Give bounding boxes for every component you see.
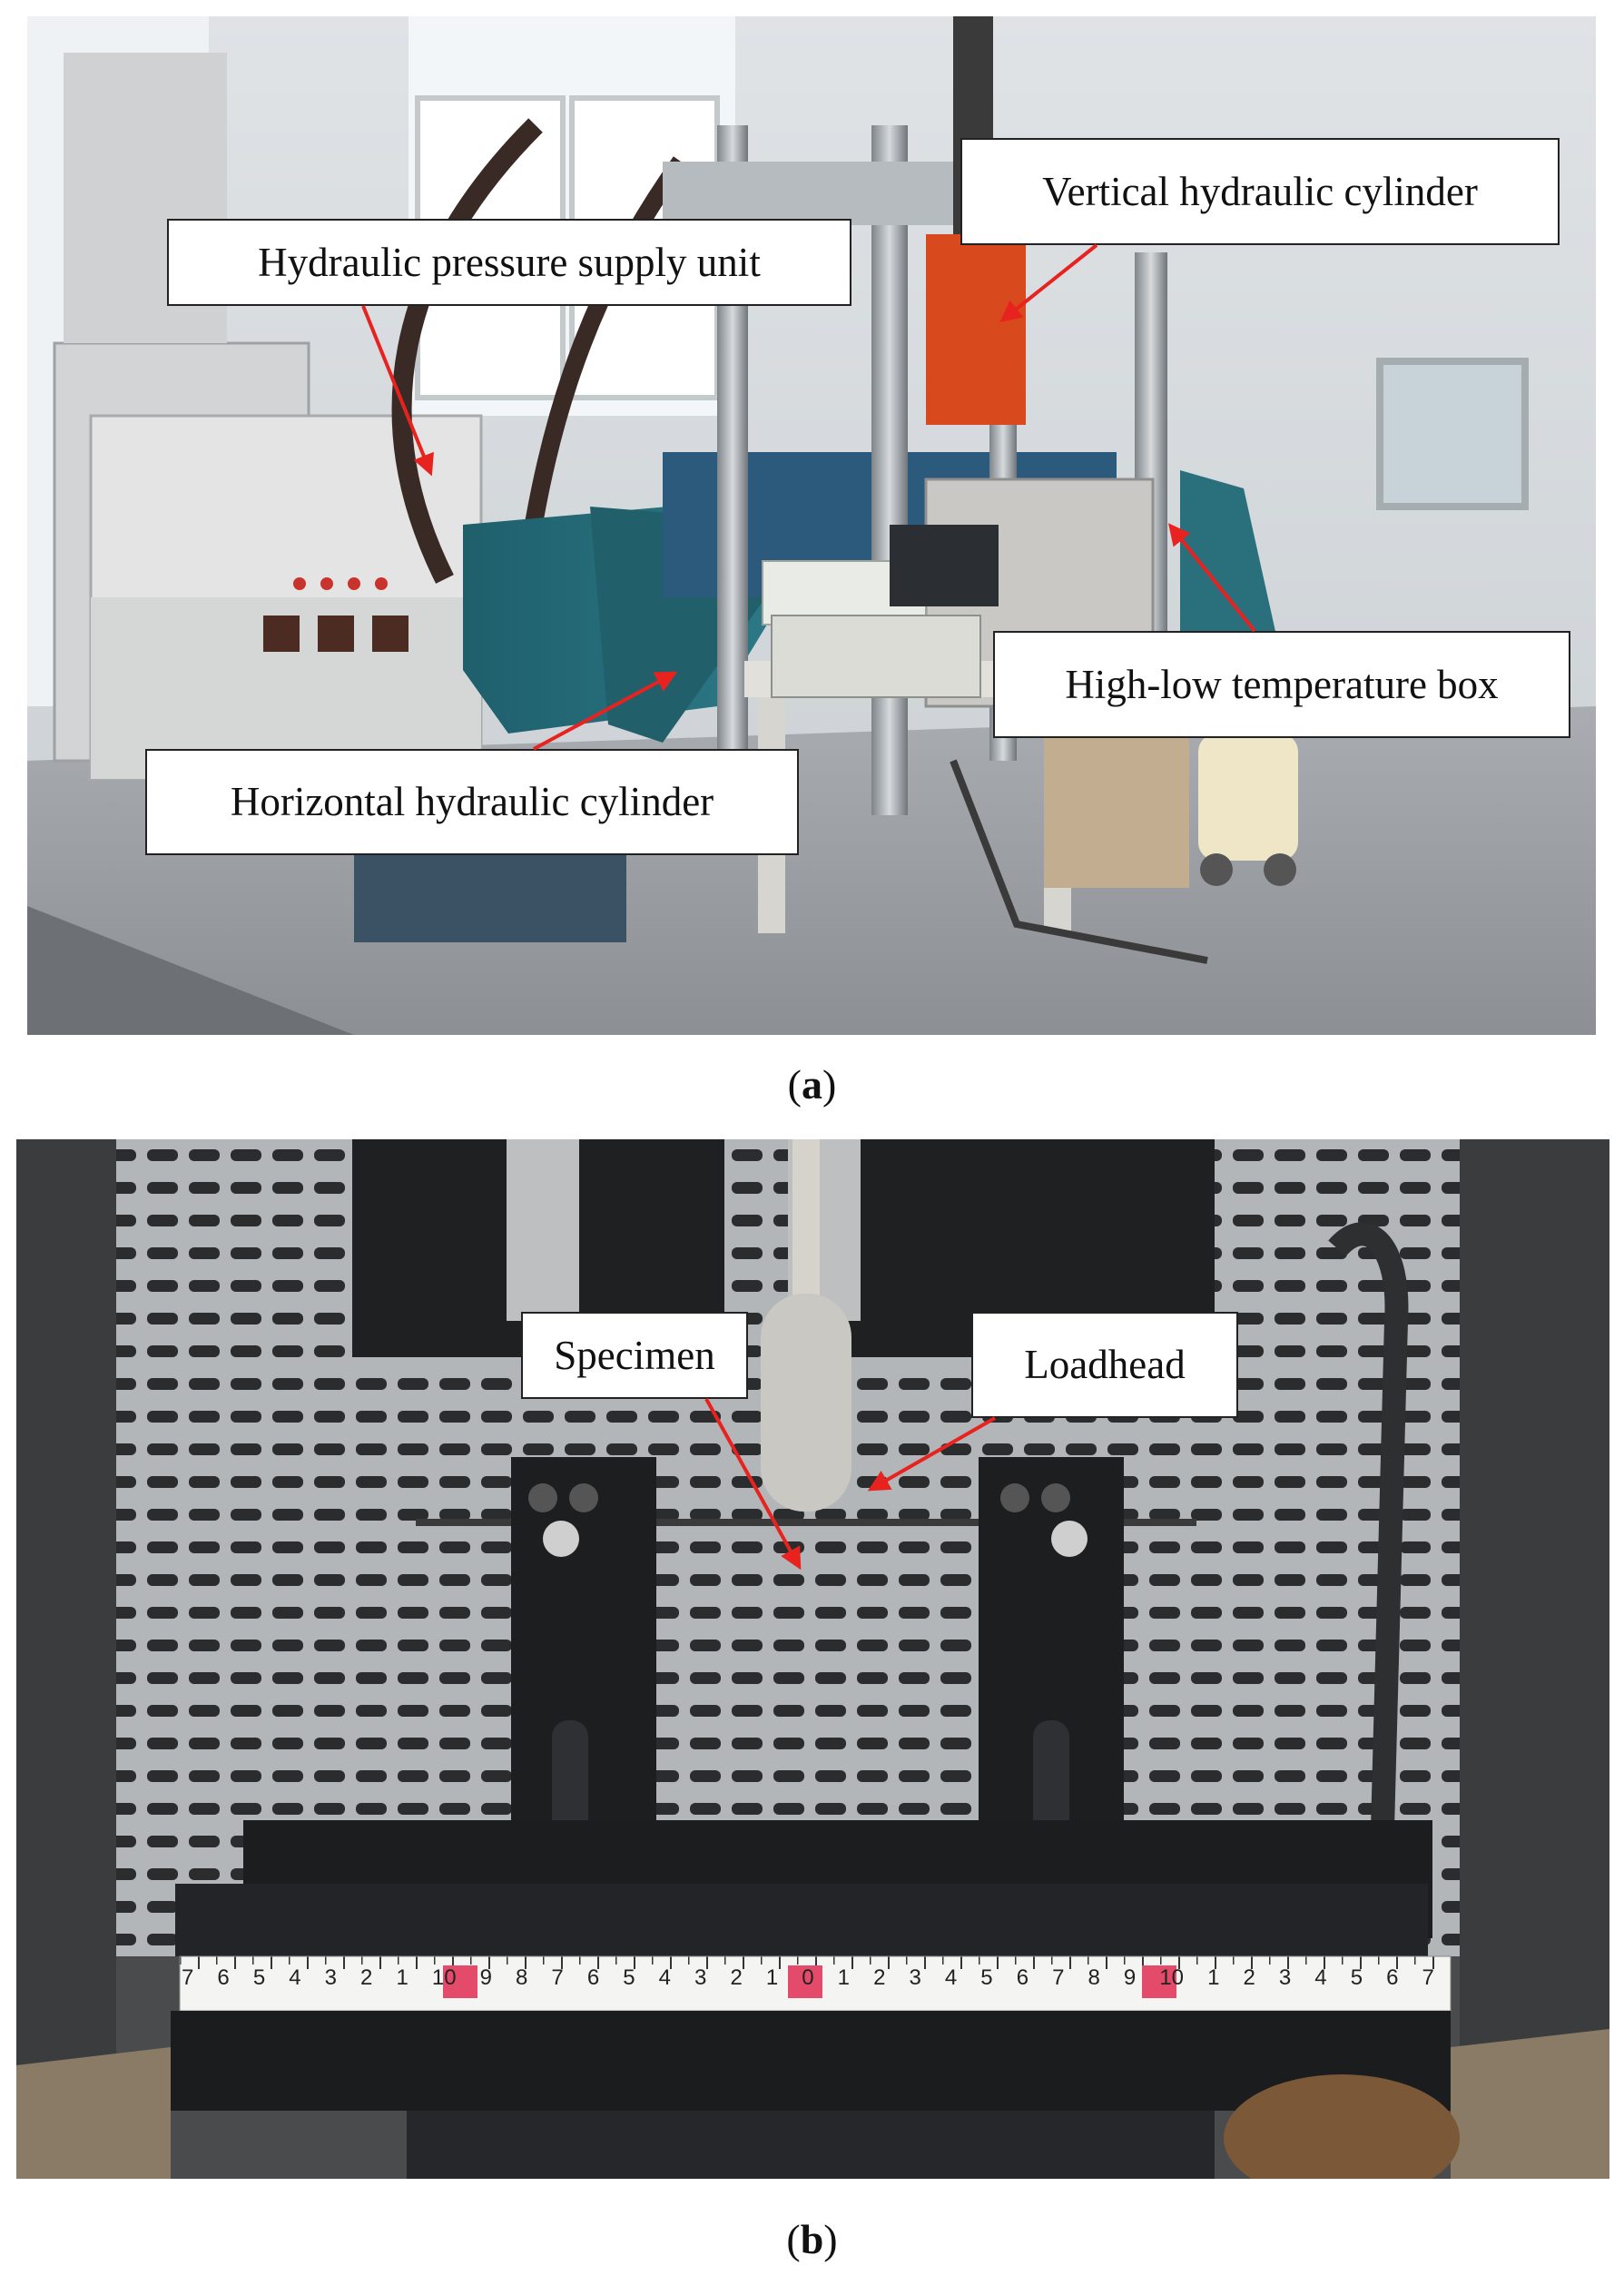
photo-panel-b (16, 1139, 1609, 2179)
ruler-mark: 9 (479, 1965, 492, 1990)
ruler-mark: 0 (802, 1965, 814, 1990)
ruler-mark: 8 (516, 1965, 528, 1990)
ruler-mark: 7 (1422, 1965, 1434, 1990)
ruler-mark: 4 (944, 1965, 958, 1990)
caption-b: (b) (786, 2216, 838, 2262)
ruler-mark: 2 (1243, 1965, 1255, 1990)
ruler-numbers: 7 6 5 4 3 2 1 10 9 8 7 6 5 4 3 2 1 0 1 2… (182, 1965, 1434, 2002)
ruler-mark: 2 (730, 1965, 743, 1990)
fixture-photo (16, 1139, 1609, 2179)
ruler-mark: 9 (1123, 1965, 1137, 1990)
caption-a-letter: a (802, 1061, 822, 1108)
ruler-mark: 5 (252, 1965, 266, 1990)
ruler-mark: 7 (1052, 1965, 1065, 1990)
caption-b-letter: b (800, 2216, 824, 2262)
ruler-mark: 3 (324, 1965, 337, 1990)
ruler-mark: 7 (551, 1965, 564, 1990)
ruler-mark: 3 (909, 1965, 921, 1990)
ruler-mark: 6 (586, 1965, 600, 1990)
ruler-mark: 2 (873, 1965, 886, 1990)
ruler-mark: 6 (1386, 1965, 1399, 1990)
ruler-mark: 5 (623, 1965, 635, 1990)
ruler-mark: 1 (765, 1965, 779, 1990)
label-loadhead: Loadhead (971, 1312, 1238, 1418)
ruler-mark: 3 (1278, 1965, 1292, 1990)
ruler-mark: 10 (431, 1965, 457, 1990)
ruler-mark: 3 (694, 1965, 707, 1990)
ruler-mark: 5 (980, 1965, 993, 1990)
ruler-mark: 1 (1207, 1965, 1220, 1990)
ruler-mark: 1 (396, 1965, 408, 1990)
ruler-mark: 4 (1314, 1965, 1327, 1990)
ruler-mark: 2 (360, 1965, 373, 1990)
ruler-mark: 6 (1016, 1965, 1029, 1990)
label-hydraulic-pressure-supply-unit: Hydraulic pressure supply unit (167, 219, 851, 306)
ruler-mark: 4 (658, 1965, 671, 1990)
label-vertical-hydraulic-cylinder: Vertical hydraulic cylinder (960, 138, 1560, 245)
ruler-mark: 10 (1159, 1965, 1185, 1990)
label-horizontal-hydraulic-cylinder: Horizontal hydraulic cylinder (145, 749, 799, 855)
label-specimen: Specimen (521, 1312, 748, 1399)
ruler-mark: 4 (289, 1965, 301, 1990)
ruler-mark: 8 (1088, 1965, 1100, 1990)
ruler-mark: 7 (182, 1965, 194, 1990)
ruler-mark: 6 (217, 1965, 230, 1990)
label-high-low-temperature-box: High-low temperature box (993, 631, 1570, 738)
ruler-mark: 5 (1350, 1965, 1363, 1990)
ruler-mark: 1 (837, 1965, 851, 1990)
caption-a: (a) (787, 1061, 837, 1108)
